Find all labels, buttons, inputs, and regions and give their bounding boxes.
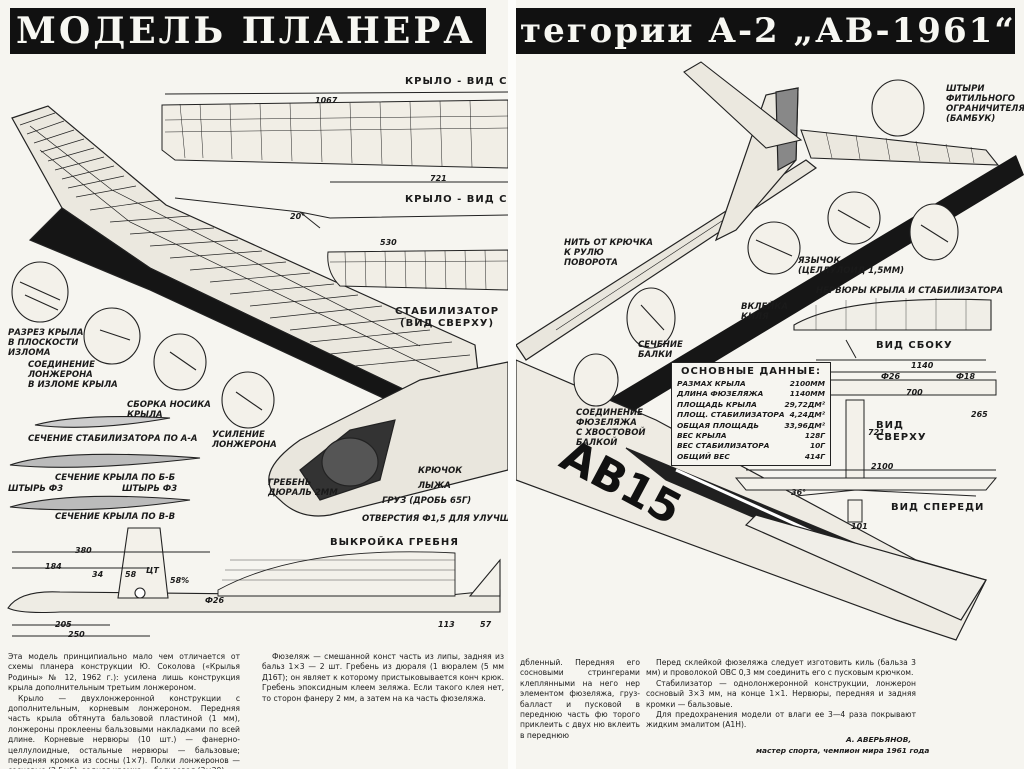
dim-right-26: Ф26: [881, 372, 901, 381]
label-keel-insert: ВКЛЕЙКА КИЛЯ: [741, 302, 788, 322]
page-title-right: тегории А-2 „АВ-1961“: [516, 8, 1015, 54]
label-spar-joint: СОЕДИНЕНИЕ ЛОНЖЕРОНА В ИЗЛОМЕ КРЫЛА: [28, 360, 118, 390]
fin-cutout: [217, 551, 456, 597]
dim-side-26: Ф26: [205, 596, 225, 605]
airfoil-sections: [9, 416, 201, 511]
front-view-title: ВИД СПЕРЕДИ: [891, 502, 985, 513]
label-hook: КРЮЧОК: [418, 466, 463, 476]
label-thread: НИТЬ ОТ КРЮЧКА К РУЛЮ ПОВОРОТА: [564, 238, 653, 268]
fin-cutout-title: ВЫКРОЙКА ГРЕБНЯ: [330, 537, 459, 548]
dim-cg-label: ЦТ: [146, 566, 159, 575]
stabilizer-perspective: [683, 61, 1000, 166]
left-drawings: [7, 91, 508, 637]
label-boom-section: СЕЧЕНИЕ БАЛКИ: [638, 340, 683, 360]
wing-side-view-title: КРЫЛО - ВИД СПЕР: [405, 194, 508, 205]
dim-57: 57: [480, 620, 492, 629]
dim-34: 34: [92, 570, 104, 579]
label-dethermalizer: ШТЫРИ ФИТИЛЬНОГО ОГРАНИЧИТЕЛЯ (БАМБУК): [946, 84, 1024, 124]
left-page: МОДЕЛЬ ПЛАНЕРА: [0, 0, 508, 769]
wing-top-view-title: КРЫЛО - ВИД СВЕР: [405, 76, 508, 87]
page-title-left: МОДЕЛЬ ПЛАНЕРА: [10, 8, 486, 54]
orthographic-views: [734, 339, 998, 523]
specs-row: РАЗМАХ КРЫЛА2100мм: [677, 379, 825, 388]
specs-row: ВЕС КРЫЛА128г: [677, 431, 825, 441]
dim-right-700: 700: [906, 388, 923, 397]
author-name: А. АВЕРЬЯНОВ,: [846, 735, 912, 744]
article-column-3: дбленный. Передняя его сосновыми стринге…: [520, 658, 640, 741]
dim-58: 58: [125, 570, 137, 579]
wing-side-view: [174, 197, 508, 229]
label-holes: ОТВЕРСТИЯ Ф1,5 ДЛЯ УЛУЧШ: [362, 514, 508, 524]
label-ballast: ГРУЗ (ДРОБЬ 65г): [382, 496, 472, 506]
article-paragraph: дбленный. Передняя его сосновыми стринге…: [520, 658, 640, 740]
dim-wing-angle: 20°: [290, 212, 306, 221]
label-rib-curve: НЕРВЮРЫ КРЫЛА И СТАБИЛИЗАТОРА: [816, 286, 1004, 296]
specs-row: ДЛИНА ФЮЗЕЛЯЖА1140мм: [677, 389, 825, 399]
dim-right-1140: 1140: [911, 361, 934, 370]
dim-right-36: 36°: [791, 488, 807, 497]
dim-right-2100: 2100: [871, 462, 894, 471]
dim-184: 184: [45, 562, 62, 571]
side-view-title: ВИД СБОКУ: [876, 340, 953, 351]
article-paragraph: Стабилизатор — однолонжеронной конструкц…: [646, 678, 916, 709]
label-stab-section: СЕЧЕНИЕ СТАБИЛИЗАТОРА ПО А-А: [28, 434, 198, 444]
label-ski: ЛЫЖА: [418, 481, 451, 491]
dim-250: 250: [68, 630, 85, 639]
dim-113: 113: [438, 620, 455, 629]
label-pin-2: ШТЫРЬ Ф3: [122, 484, 178, 494]
dim-cg-percent: 58%: [170, 576, 190, 585]
label-nose-assembly: СБОРКА НОСИКА КРЫЛА: [127, 400, 211, 420]
dim-wing-root: 721: [430, 174, 447, 183]
specs-row: ОБЩИЙ ВЕС414г: [677, 451, 825, 461]
author-title: мастер спорта, чемпион мира 1961 года: [756, 746, 930, 755]
article-column-2: Фюзеляж — смешанной конст часть из липы,…: [262, 652, 504, 704]
dim-205: 205: [55, 620, 72, 629]
dim-380: 380: [75, 546, 92, 555]
label-wing-section-bb: СЕЧЕНИЕ КРЫЛА ПО Б-Б: [55, 473, 176, 483]
detail-bubbles: [11, 261, 275, 429]
dim-wing-length: 1067: [315, 96, 338, 105]
top-view-title: ВИД СВЕРХУ: [876, 420, 927, 443]
article-column-4: Перед склейкой фюзеляжа следует изготови…: [646, 658, 916, 731]
label-pin-1: ШТЫРЬ Ф3: [8, 484, 64, 494]
fuselage-nose: [268, 361, 508, 517]
article-paragraph: Перед склейкой фюзеляжа следует изготови…: [646, 658, 916, 678]
right-drawings: [516, 61, 1024, 641]
article-paragraph: Фюзеляж — смешанной конст часть из липы,…: [262, 652, 504, 703]
rib-curve: [793, 298, 992, 331]
stabilizer-view: [327, 249, 508, 291]
article-paragraph: Для предохранения модели от влаги ее 3—4…: [646, 710, 916, 730]
label-tab: ЯЗЫЧОК (ЦЕЛЛУЛОИД 1,5мм): [798, 256, 905, 276]
article-column-1: Эта модель принципиально мало чем отлича…: [8, 652, 240, 769]
label-wing-section-vv: СЕЧЕНИЕ КРЫЛА ПО В-В: [55, 512, 176, 522]
dim-right-18: Ф18: [956, 372, 976, 381]
page-gutter: [508, 0, 516, 769]
label-comb: ГРЕБЕНЬ ДЮРАЛЬ 2мм: [268, 478, 338, 498]
stabilizer-title: СТАБИЛИЗАТОР (ВИД СВЕРХУ): [395, 306, 500, 329]
dim-stab-span: 530: [380, 238, 397, 247]
detail-bubbles-right: [573, 79, 959, 407]
dim-right-265: 265: [971, 410, 988, 419]
wing-perspective: [11, 105, 479, 417]
label-fuselage-joint: СОЕДИНЕНИЕ ФЮЗЕЛЯЖА С ХВОСТОВОЙ БАЛКОЙ: [576, 408, 646, 448]
label-spar-reinforcement: УСИЛЕНИЕ ЛОНЖЕРОНА: [212, 430, 277, 450]
wing-top-view: [161, 91, 508, 183]
article-paragraph: Крыло — двухлонжеронной конструкции с до…: [8, 693, 240, 769]
specs-table: ОСНОВНЫЕ ДАННЫЕ: РАЗМАХ КРЫЛА2100мм ДЛИН…: [671, 362, 831, 467]
label-wing-section-break: РАЗРЕЗ КРЫЛА В ПЛОСКОСТИ ИЗЛОМА: [8, 328, 84, 358]
right-page: тегории А-2 „АВ-1961“: [516, 0, 1024, 769]
specs-row: ВЕС СТАБИЛИЗАТОРА10г: [677, 441, 825, 451]
specs-title: ОСНОВНЫЕ ДАННЫЕ:: [681, 366, 821, 377]
dim-right-101: 101: [851, 522, 868, 531]
dim-right-721: 721: [868, 428, 885, 437]
article-paragraph: Эта модель принципиально мало чем отлича…: [8, 652, 240, 693]
